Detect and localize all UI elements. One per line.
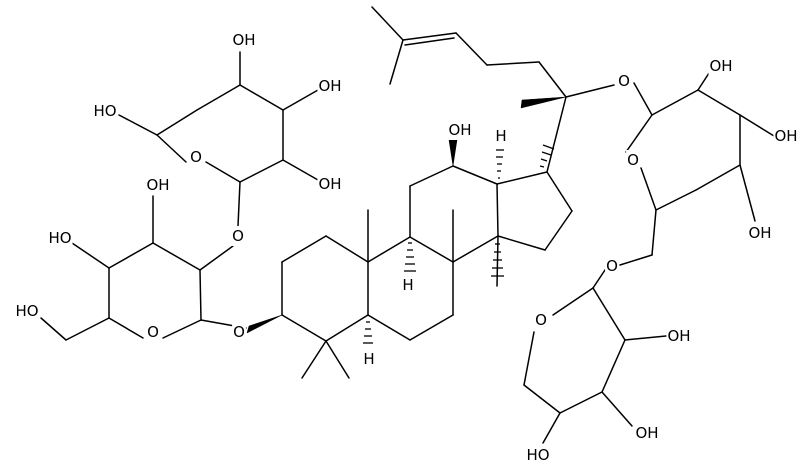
atom-label-text: OH (318, 175, 341, 193)
atom-label-oh-glc2-3: OH (773, 126, 799, 146)
atom-label-text: OH (318, 77, 341, 95)
atom-label-oh-glc1-3: OH (145, 175, 171, 195)
atom-label-o-c3: O (232, 322, 246, 342)
atom-label-o-ring-gal: O (189, 147, 203, 167)
atom-label-text: H (363, 350, 374, 368)
atom-label-oh-xyl-3: OH (634, 423, 660, 443)
atom-label-background (231, 30, 257, 50)
atom-label-h-c5: H (362, 349, 376, 369)
atom-label-o-gly-2: O (605, 256, 619, 276)
atom-label-background (189, 147, 203, 167)
atom-label-oh-xyl-2: OH (666, 326, 692, 346)
atom-label-text: OH (635, 424, 658, 442)
atom-label-o-ring-glc2: O (626, 150, 640, 170)
atom-label-background (626, 150, 640, 170)
atom-label-oh-xyl-4: HO (525, 445, 551, 464)
atom-label-background (666, 326, 692, 346)
atom-label-text: O (147, 323, 159, 341)
atom-label-text: O (232, 227, 244, 245)
atom-label-background (747, 223, 773, 243)
atom-label-text: O (606, 257, 618, 275)
atom-label-background (92, 101, 118, 121)
atom-label-o-gly-1: O (231, 226, 245, 246)
atom-label-oh-gal-6: HO (92, 101, 118, 121)
atom-label-background (617, 71, 631, 91)
stereo-bonds (246, 96, 567, 344)
atom-label-oh-gal-3: OH (317, 76, 343, 96)
atom-label-text: O (535, 311, 547, 329)
atom-label-background (401, 275, 415, 295)
atom-label-background (534, 310, 548, 330)
atom-label-text: OH (667, 327, 690, 345)
atom-label-oh-gal-2: OH (317, 174, 343, 194)
atom-label-text: OH (774, 127, 797, 145)
atom-label-text: HO (15, 302, 38, 320)
atom-label-background (634, 423, 660, 443)
atom-label-text: H (495, 127, 506, 145)
atom-label-text: HO (48, 229, 71, 247)
atom-label-background (362, 349, 376, 369)
atom-label-text: OH (709, 57, 732, 75)
atom-label-oh-glc2-4: OH (747, 223, 773, 243)
atom-label-o-c20: O (617, 71, 631, 91)
atom-label-text: O (190, 148, 202, 166)
atom-label-background (231, 226, 245, 246)
atom-label-background (47, 228, 73, 248)
atom-label-background (317, 76, 343, 96)
atom-label-background (494, 126, 508, 146)
atom-label-background (773, 126, 799, 146)
atom-label-background (145, 175, 171, 195)
atom-label-background (232, 322, 246, 342)
atom-label-text: O (233, 323, 245, 341)
atom-label-oh-gal-4: OH (231, 30, 257, 50)
atom-label-text: O (627, 151, 639, 169)
atom-label-background (146, 322, 160, 342)
atom-label-oh-glc1-6: HO (14, 301, 40, 321)
atom-label-text: O (618, 72, 630, 90)
atom-label-text: OH (232, 31, 255, 49)
atom-label-text: HO (93, 102, 116, 120)
atom-label-oh-glc2-2: OH (708, 56, 734, 76)
atom-label-background (708, 56, 734, 76)
atom-label-text: H (402, 276, 413, 294)
atom-label-text: HO (526, 446, 549, 464)
atom-label-oh-glc1-4: HO (47, 228, 73, 248)
atom-label-o-ring-glc1: O (146, 322, 160, 342)
bond-skeleton (40, 6, 775, 444)
atom-label-text: OH (448, 121, 471, 139)
atom-label-o-ring-xyl: O (534, 310, 548, 330)
atom-label-text: OH (748, 224, 771, 242)
atom-label-oh-c12: OH (447, 120, 473, 140)
atom-label-background (447, 120, 473, 140)
atom-label-h-c17: H (494, 126, 508, 146)
atom-label-background (605, 256, 619, 276)
atom-label-background (317, 174, 343, 194)
atom-label-h-c9: H (401, 275, 415, 295)
atom-label-background (14, 301, 40, 321)
atom-label-text: OH (146, 176, 169, 194)
atom-label-background (525, 445, 551, 464)
